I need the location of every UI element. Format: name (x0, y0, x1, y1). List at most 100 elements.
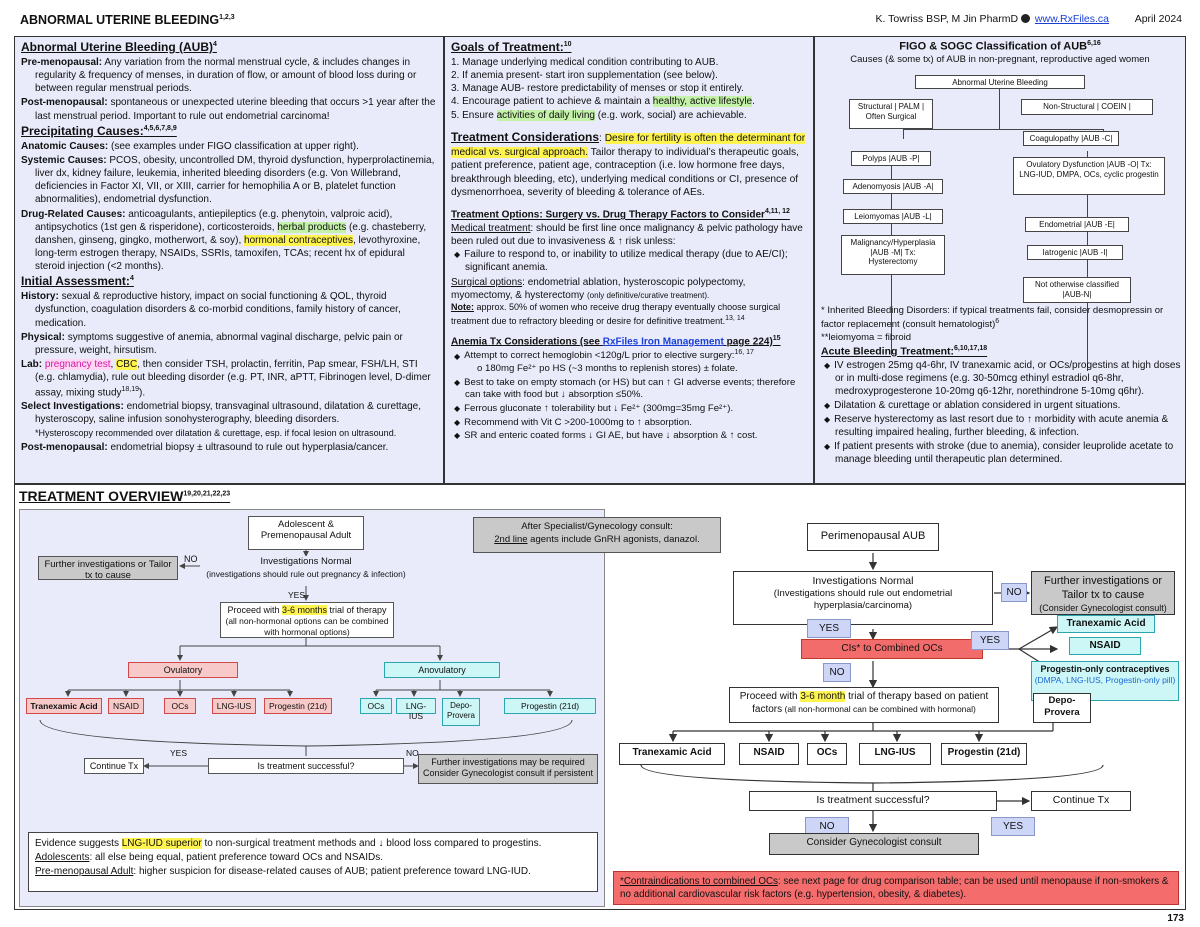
leiomyoma-note: **leiomyoma = fibroid (821, 331, 912, 343)
right-consider: Consider Gynecologist consult (769, 833, 979, 855)
anatomic-causes: Anatomic Causes: (see examples under FIG… (21, 140, 359, 152)
medical-treatment: Medical treatment: should be first line … (451, 222, 803, 248)
left-flowchart: Adolescent & Premenopausal Adult Further… (19, 509, 605, 907)
right-flowchart: Perimenopausal AUB Investigations Normal… (611, 509, 1183, 907)
acute-bullet: Reserve hysterectomy as last resort due … (821, 413, 1183, 439)
figo-adenomyosis: Adenomyosis |AUB -A| (843, 179, 943, 194)
figo-non-structural: Non-Structural | COEIN | (1021, 99, 1153, 115)
right-yes2: YES (971, 631, 1009, 651)
anemia-bullet: Attempt to correct hemoglobin <120g/L pr… (451, 348, 807, 376)
figo-iatrogenic: Iatrogenic |AUB -I| (1027, 245, 1123, 260)
postmeno-invest: Post-menopausal: endometrial biopsy ± ul… (21, 441, 389, 453)
systemic-causes: Systemic Causes: PCOS, obesity, uncontro… (21, 154, 435, 206)
goal-item: 2. If anemia present- start iron supplem… (451, 70, 718, 82)
right-yes3: YES (991, 817, 1035, 837)
left-success: Is treatment successful? (208, 758, 404, 774)
anemia-bullet: Best to take on empty stomach (or HS) bu… (451, 377, 807, 402)
aub-heading: Abnormal Uterine Bleeding (AUB)4 (21, 40, 217, 54)
right-further: Further investigations or Tailor tx to c… (1031, 571, 1175, 615)
left-anov-option: OCs (360, 698, 392, 714)
figo-root: Abnormal Uterine Bleeding (915, 75, 1085, 89)
left-anovulatory: Anovulatory (384, 662, 500, 678)
right-tranexamic: Tranexamic Acid (1057, 615, 1155, 633)
authors: K. Towriss BSP, M Jin PharmD (875, 13, 1019, 25)
surgery-note: Note: approx. 50% of women who receive d… (451, 302, 781, 326)
right-continue: Continue Tx (1031, 791, 1131, 811)
figo-endometrial: Endometrial |AUB -E| (1025, 217, 1129, 232)
left-ov-option: OCs (164, 698, 196, 714)
right-cis: CIs* to Combined OCs (801, 639, 983, 659)
left-start: Adolescent & Premenopausal Adult (248, 516, 364, 550)
website-link[interactable]: www.RxFiles.ca (1034, 13, 1110, 25)
figo-malignancy: Malignancy/Hyperplasia |AUB -M| Tx: Hyst… (841, 235, 945, 275)
lab: Lab: pregnancy test, CBC, then consider … (21, 359, 431, 398)
overview-heading: TREATMENT OVERVIEW19,20,21,22,23 (19, 488, 231, 504)
figo-coagulopathy: Coagulopathy |AUB -C| (1023, 131, 1119, 146)
drug-causes: Drug-Related Causes: anticoagulants, ant… (21, 208, 427, 273)
acute-bullet: IV estrogen 25mg q4-6hr, IV tranexamic a… (821, 359, 1183, 398)
goal-item: 1. Manage underlying medical condition c… (451, 56, 719, 68)
treatment-options-heading: Treatment Options: Surgery vs. Drug Ther… (451, 208, 790, 221)
acute-heading: Acute Bleeding Treatment:6,10,17,18 (821, 345, 988, 358)
bleeding-disorder-note: * Inherited Bleeding Disorders: if typic… (821, 305, 1164, 331)
anemia-heading: Anemia Tx Considerations (see RxFiles Ir… (451, 334, 781, 348)
figo-ovulatory: Ovulatory Dysfunction |AUB -O| Tx: LNG-I… (1013, 157, 1165, 195)
date: April 2024 (1134, 13, 1182, 25)
figo-heading: FIGO & SOGC Classification of AUB6,16 (899, 40, 1101, 53)
goal-item: 3. Manage AUB- restore predictability of… (451, 83, 744, 95)
figo-structural: Structural | PALM | Often Surgical (849, 99, 933, 129)
page-header: ABNORMAL UTERINE BLEEDING1,2,3 K. Towris… (14, 10, 1186, 30)
right-progestin-only: Progestin-only contraceptives (DMPA, LNG… (1031, 661, 1179, 701)
left-yes2-label: YES (170, 748, 188, 758)
treatment-overview: TREATMENT OVERVIEW19,20,21,22,23 (14, 484, 1186, 910)
right-investigations: Investigations Normal (Investigations sh… (733, 571, 993, 625)
right-flow-arrows (640, 553, 1104, 833)
right-option: NSAID (739, 743, 799, 765)
figo-not-classified: Not otherwise classified |AUB-N| (1023, 277, 1131, 303)
figo-subtitle: Causes (& some tx) of AUB in non-pregnan… (850, 54, 1150, 65)
medical-bullet: Failure to respond to, or inability to u… (451, 248, 807, 274)
initial-heading: Initial Assessment:4 (21, 274, 134, 289)
premeno-def: Pre-menopausal: Any variation from the n… (21, 56, 417, 95)
acute-bullet: Dilatation & curettage or ablation consi… (821, 399, 1183, 412)
right-nsaid: NSAID (1069, 637, 1141, 655)
left-yes-label: YES (288, 590, 306, 600)
left-anov-option: LNG-IUS (396, 698, 436, 721)
figo-polyps: Polyps |AUB -P| (851, 151, 931, 166)
left-ovulatory: Ovulatory (128, 662, 238, 678)
left-flow-arrows (39, 550, 573, 769)
right-no1: NO (1001, 583, 1027, 603)
precip-heading: Precipitating Causes:4,5,6,7,8,9 (21, 123, 177, 138)
left-further2: Further investigations may be required C… (418, 754, 598, 784)
right-success: Is treatment successful? (749, 791, 997, 811)
evidence-box: Evidence suggests LNG-IUD superior to no… (28, 832, 598, 892)
right-option: Tranexamic Acid (619, 743, 725, 765)
goal-item: 4. Encourage patient to achieve & mainta… (451, 96, 755, 108)
right-no2: NO (823, 663, 851, 683)
adolescents-line: Adolescents: all else being equal, patie… (35, 852, 383, 863)
left-ov-option: LNG-IUS (212, 698, 256, 714)
acute-bullet: If patient presents with stroke (due to … (821, 440, 1183, 466)
left-ov-option: Tranexamic Acid (26, 698, 102, 714)
anemia-bullet: SR and enteric coated forms ↓ GI AE, but… (451, 430, 807, 443)
globe-icon (1021, 14, 1030, 23)
left-proceed: Proceed with 3-6 months trial of therapy… (220, 602, 394, 638)
figo-leiomyomas: Leiomyomas |AUB -L| (843, 209, 943, 224)
goals-heading: Goals of Treatment:10 (451, 40, 572, 54)
left-continue: Continue Tx (84, 758, 144, 774)
right-yes1: YES (807, 619, 851, 639)
goals-panel: Goals of Treatment:10 1. Manage underlyi… (444, 36, 814, 484)
aub-panel: Abnormal Uterine Bleeding (AUB)4 Pre-men… (14, 36, 444, 484)
treatment-considerations: Treatment Considerations: Desire for fer… (451, 129, 806, 198)
header-meta: K. Towriss BSP, M Jin PharmD www.RxFiles… (876, 13, 1183, 27)
ci-note: *Contraindications to combined OCs: see … (613, 871, 1179, 905)
left-anov-option: Depo-Provera (442, 698, 480, 726)
surgical-options: Surgical options: endometrial ablation, … (451, 276, 746, 301)
iron-management-link[interactable]: RxFiles Iron Management (602, 336, 724, 348)
right-option: LNG-IUS (859, 743, 931, 765)
left-anov-option: Progestin (21d) (504, 698, 596, 714)
select-investigations: Select Investigations: endometrial biops… (21, 401, 422, 438)
right-option: OCs (807, 743, 847, 765)
left-further: Further investigations or Tailor tx to c… (38, 556, 178, 581)
anemia-bullet: Recommend with Vit C >200-1000mg to ↑ ab… (451, 417, 807, 430)
